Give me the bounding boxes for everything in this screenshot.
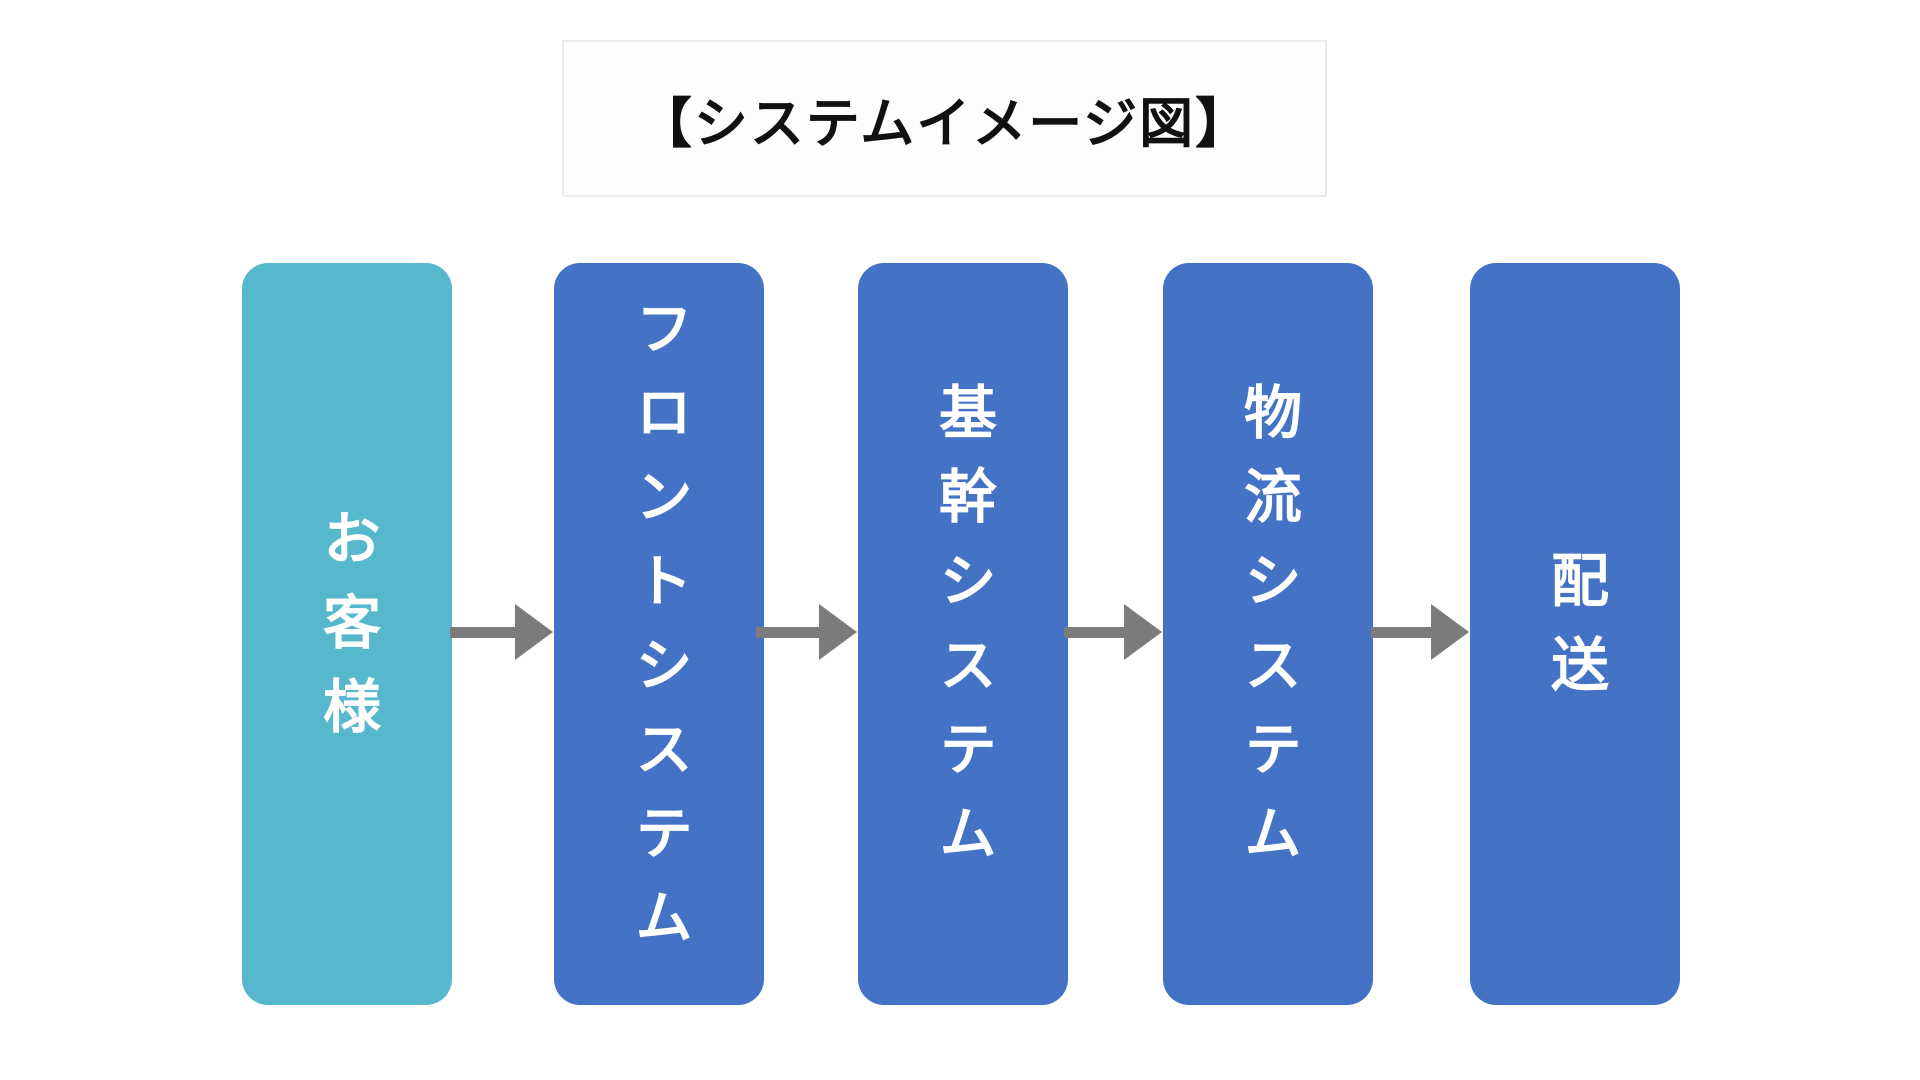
flow-arrow-3: [1064, 604, 1162, 660]
flow-arrow-4: [1371, 604, 1469, 660]
node-front-system-label: フロントシステム: [625, 297, 693, 971]
node-delivery-label: 配送: [1541, 549, 1609, 719]
arrow-right-icon: [515, 604, 553, 660]
node-core-system: 基幹システム: [858, 263, 1068, 1005]
arrow-right-icon: [819, 604, 857, 660]
node-logistics-system-label: 物流システム: [1234, 381, 1302, 887]
arrow-right-icon: [1124, 604, 1162, 660]
node-delivery: 配送: [1470, 263, 1680, 1005]
diagram-title: 【システムイメージ図】: [637, 92, 1252, 155]
node-customer: お客様: [242, 263, 452, 1005]
arrow-shaft: [1371, 626, 1431, 638]
arrow-shaft: [450, 626, 515, 638]
arrow-shaft: [1064, 626, 1124, 638]
node-customer-label: お客様: [313, 507, 381, 761]
arrow-shaft: [756, 626, 819, 638]
node-core-system-label: 基幹システム: [929, 381, 997, 887]
flow-arrow-2: [756, 604, 857, 660]
node-logistics-system: 物流システム: [1163, 263, 1373, 1005]
node-front-system: フロントシステム: [554, 263, 764, 1005]
arrow-right-icon: [1431, 604, 1469, 660]
flow-arrow-1: [450, 604, 553, 660]
diagram-title-box: 【システムイメージ図】: [562, 40, 1327, 197]
